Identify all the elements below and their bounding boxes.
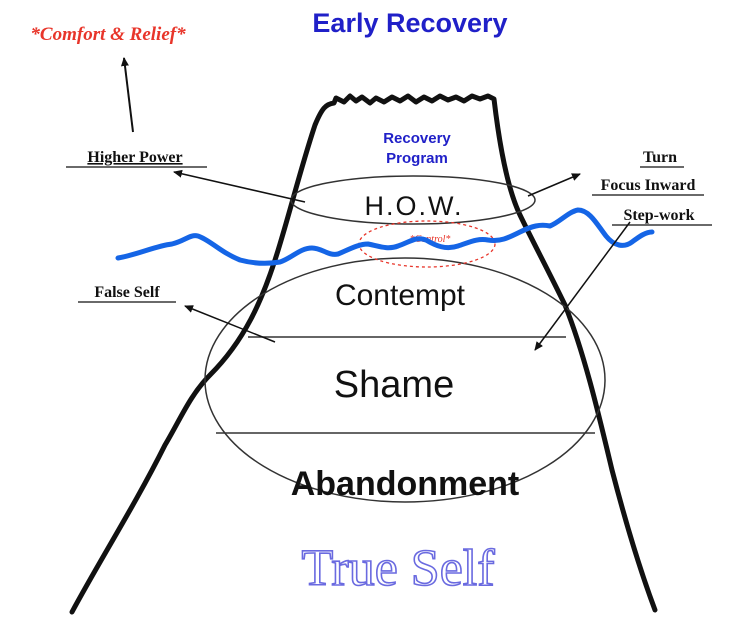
layer-contempt: Contempt <box>335 279 466 312</box>
layer-abandonment: Abandonment <box>291 465 520 503</box>
step-work-arrow <box>534 221 631 351</box>
higher-power-label: Higher Power <box>87 149 182 166</box>
diagram-title: Early Recovery <box>312 8 507 38</box>
how-ellipse <box>290 175 536 225</box>
turn-label: Turn <box>643 149 677 166</box>
turn-arrow <box>527 173 581 197</box>
water-line <box>115 207 655 266</box>
layer-shame: Shame <box>334 364 454 406</box>
true-self-label: True Self <box>301 540 495 597</box>
false-self-ellipse <box>204 257 606 503</box>
recovery-program-line1: Recovery <box>383 130 451 147</box>
step-work-label: Step-work <box>623 207 694 224</box>
comfort-arrow <box>120 57 134 133</box>
false-self-arrow <box>184 305 276 343</box>
iceberg-outline <box>69 93 658 615</box>
higher-power-arrow <box>173 169 306 203</box>
comfort-relief-label: *Comfort & Relief* <box>30 24 186 45</box>
focus-inward-label: Focus Inward <box>601 177 696 194</box>
false-self-label: False Self <box>94 284 160 301</box>
recovery-program-line2: Program <box>386 150 448 167</box>
how-label: H.O.W. <box>365 191 464 221</box>
